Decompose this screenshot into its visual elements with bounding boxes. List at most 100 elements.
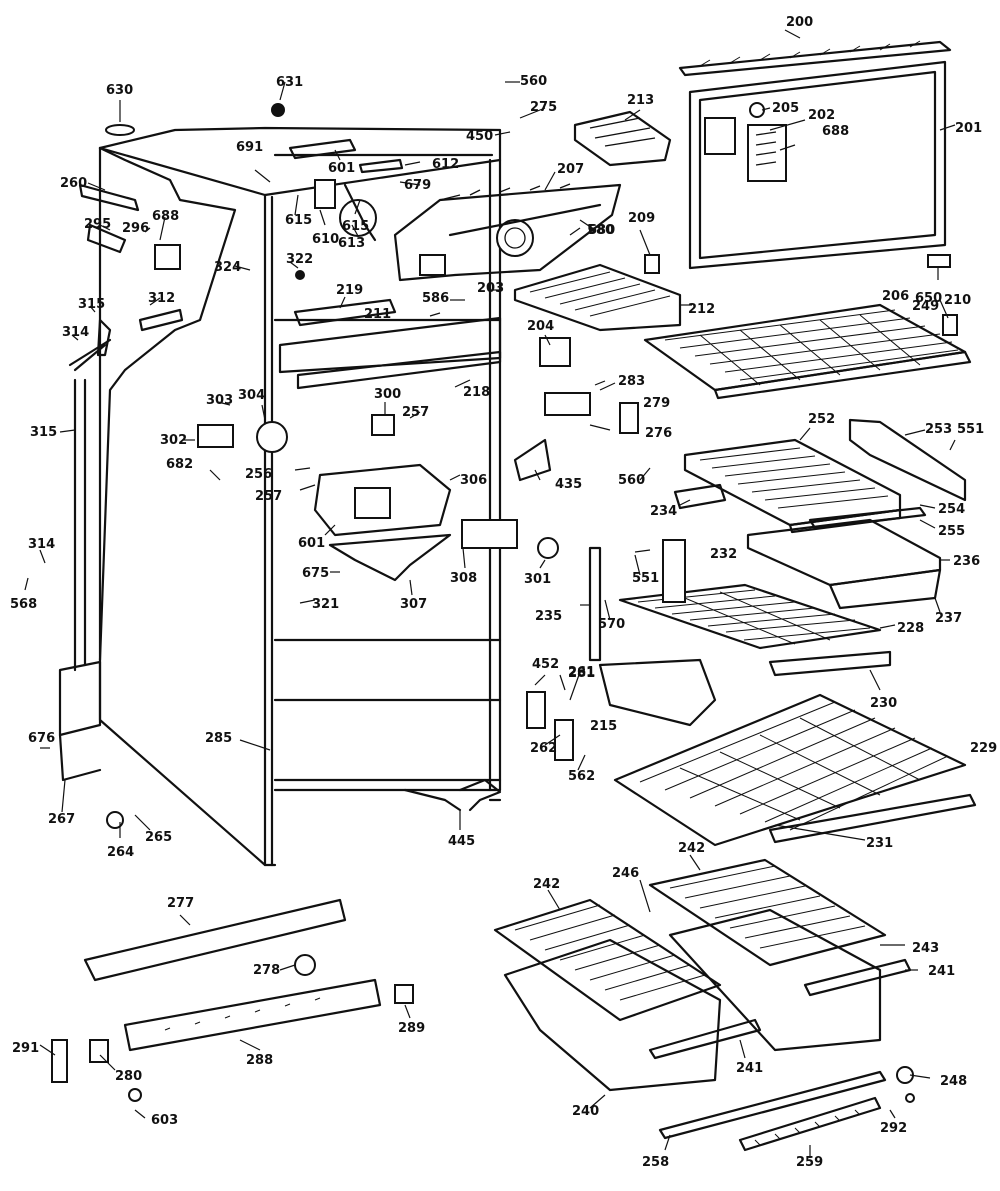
part-label: 234	[650, 504, 677, 519]
part-label: 288	[246, 1053, 273, 1068]
part-label: 275	[530, 100, 557, 115]
part-label: 260	[60, 176, 87, 191]
bottom-brackets	[51, 898, 414, 1083]
part-label: 254	[938, 502, 965, 517]
part-label: 240	[572, 1104, 599, 1119]
part-label: 304	[238, 388, 265, 403]
part-label: 241	[928, 964, 955, 979]
part-label: 300	[374, 387, 401, 402]
part-label: 249	[912, 299, 939, 314]
part-label: 306	[460, 473, 487, 488]
part-label: 312	[148, 291, 175, 306]
part-label: 691	[236, 140, 263, 155]
part-label: 324	[214, 260, 241, 275]
part-label: 267	[48, 812, 75, 827]
part-label: 308	[450, 571, 477, 586]
part-label: 688	[152, 209, 179, 224]
part-label: 256	[245, 467, 272, 482]
part-label: 315	[78, 297, 105, 312]
part-label: 610	[312, 232, 339, 247]
part-label: 603	[151, 1113, 178, 1128]
part-label: 314	[28, 537, 55, 552]
part-labels: 200 201 202 203 204 205 206 207 209 210 …	[10, 15, 997, 1170]
part-label: 231	[866, 836, 893, 851]
part-label: 236	[953, 554, 980, 569]
part-label: 289	[398, 1021, 425, 1036]
part-label: 207	[557, 162, 584, 177]
part-label: 215	[590, 719, 617, 734]
part-label: 680	[588, 223, 615, 238]
part-label: 213	[627, 93, 654, 108]
fresh-food-shelf-upper	[643, 303, 972, 400]
part-label: 631	[276, 75, 303, 90]
part-label: 551	[957, 422, 984, 437]
part-label: 292	[880, 1121, 907, 1136]
part-label: 230	[870, 696, 897, 711]
freezer-door	[678, 40, 952, 270]
part-label: 295	[84, 217, 111, 232]
part-label: 450	[466, 129, 493, 144]
part-label: 278	[253, 963, 280, 978]
fresh-food-shelf-middle	[618, 583, 892, 677]
part-label: 322	[286, 252, 313, 267]
part-label: 218	[463, 385, 490, 400]
part-label: 302	[160, 433, 187, 448]
part-label: 675	[302, 566, 329, 581]
part-label: 630	[106, 83, 133, 98]
part-label: 241	[736, 1061, 763, 1076]
part-label: 315	[30, 425, 57, 440]
part-label: 301	[524, 572, 551, 587]
part-label: 612	[432, 157, 459, 172]
part-label: 307	[400, 597, 427, 612]
part-label: 212	[688, 302, 715, 317]
part-label: 280	[115, 1069, 142, 1084]
part-label: 679	[404, 178, 431, 193]
part-label: 296	[122, 221, 149, 236]
part-label: 259	[796, 1155, 823, 1170]
part-label: 291	[12, 1041, 39, 1056]
part-label: 601	[298, 536, 325, 551]
part-label: 586	[422, 291, 449, 306]
part-label: 445	[448, 834, 475, 849]
part-label: 258	[642, 1155, 669, 1170]
part-label: 321	[312, 597, 339, 612]
part-label: 210	[944, 293, 971, 308]
part-label: 303	[206, 393, 233, 408]
part-label: 570	[598, 617, 625, 632]
freezer-shelf	[513, 263, 682, 332]
crisper-pans	[493, 858, 912, 1092]
part-label: 209	[628, 211, 655, 226]
part-label: 205	[772, 101, 799, 116]
ice-tray	[573, 110, 672, 167]
part-label: 242	[533, 877, 560, 892]
part-label: 211	[364, 307, 391, 322]
part-label: 276	[645, 426, 672, 441]
part-label: 261	[568, 665, 595, 680]
fresh-food-shelf-lower	[613, 693, 977, 847]
part-label: 580	[587, 223, 614, 238]
part-label: 688	[822, 124, 849, 139]
part-label: 560	[618, 473, 645, 488]
part-label: 219	[336, 283, 363, 298]
part-label: 235	[535, 609, 562, 624]
small-components	[68, 103, 958, 1103]
part-label: 252	[808, 412, 835, 427]
part-label: 314	[62, 325, 89, 340]
part-label: 202	[808, 108, 835, 123]
part-label: 435	[555, 477, 582, 492]
part-label: 277	[167, 896, 194, 911]
part-label: 201	[955, 121, 982, 136]
part-label: 242	[678, 841, 705, 856]
part-label: 228	[897, 621, 924, 636]
part-label: 613	[338, 236, 365, 251]
part-label: 203	[477, 281, 504, 296]
part-label: 257	[402, 405, 429, 420]
part-label: 204	[527, 319, 554, 334]
part-label: 615	[342, 219, 369, 234]
drawer-rails	[658, 1070, 887, 1152]
part-label: 262	[530, 741, 557, 756]
part-label: 601	[328, 161, 355, 176]
part-label: 265	[145, 830, 172, 845]
